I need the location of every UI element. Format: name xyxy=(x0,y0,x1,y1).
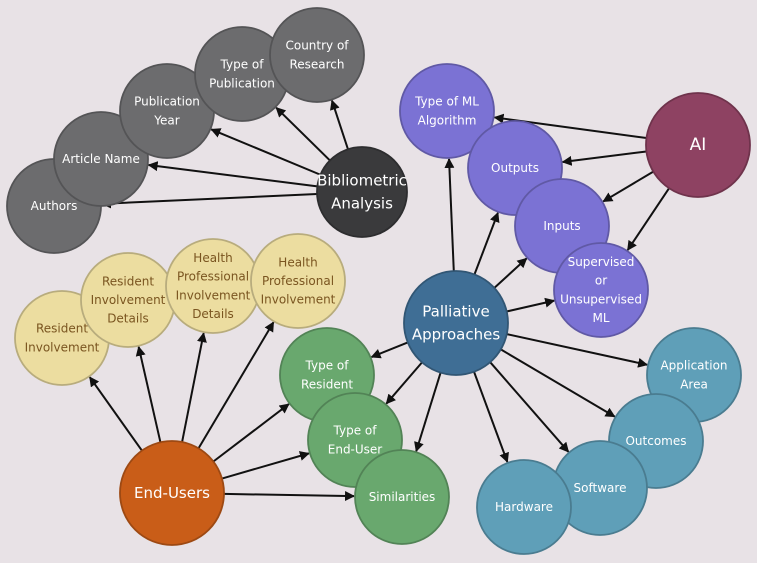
edge-end-users-to-type-of-end-user xyxy=(221,451,310,480)
node-label: Involvement xyxy=(25,340,100,354)
edge-bibliometric-analysis-to-authors xyxy=(100,193,318,209)
node-circle xyxy=(476,459,572,555)
edge-end-users-to-resident-involvement xyxy=(88,376,143,452)
node-label: Professional xyxy=(177,270,249,284)
edge-end-users-to-similarities xyxy=(223,491,356,502)
node-label: Palliative xyxy=(422,302,489,320)
node-label: Supervised xyxy=(568,255,635,269)
edge-ai-to-outputs xyxy=(561,150,647,166)
edge-ai-to-inputs xyxy=(602,170,654,203)
node-label: Resident xyxy=(102,274,154,288)
node-circle xyxy=(553,242,649,338)
node-label: AI xyxy=(690,135,707,155)
edge-bibliometric-analysis-to-publication-year xyxy=(210,128,321,176)
node-end-users: End-Users xyxy=(119,440,225,546)
node-label: Area xyxy=(680,377,708,391)
node-circle xyxy=(403,270,509,376)
edge-ai-to-supervised-ml xyxy=(626,187,670,251)
node-label: Publication xyxy=(134,95,200,109)
edge-end-users-to-hp-involvement-details xyxy=(181,332,207,443)
edge-palliative-approaches-to-similarities xyxy=(414,372,442,453)
edges-layer xyxy=(88,99,670,502)
node-label: Year xyxy=(153,113,179,127)
edge-palliative-approaches-to-hardware xyxy=(473,371,509,463)
edge-bibliometric-analysis-to-article-name xyxy=(147,161,318,188)
node-type-of-ml-algorithm: Type of ML Algorithm xyxy=(399,63,495,159)
node-circle xyxy=(645,92,751,198)
node-label: End-User xyxy=(328,442,383,456)
node-label: Research xyxy=(289,57,344,71)
edge-bibliometric-analysis-to-type-of-publication xyxy=(275,106,331,162)
node-label: Health xyxy=(193,251,232,265)
node-label: or xyxy=(595,274,607,288)
node-label: Outcomes xyxy=(625,434,686,448)
node-circle xyxy=(53,111,149,207)
node-ai: AI xyxy=(645,92,751,198)
edge-palliative-approaches-to-type-of-resident xyxy=(370,341,409,359)
node-label: Analysis xyxy=(331,195,393,213)
node-country-of-research: Country of Research xyxy=(269,7,365,103)
edge-palliative-approaches-to-inputs xyxy=(493,257,528,289)
node-label: Approaches xyxy=(412,326,500,344)
node-label: End-Users xyxy=(134,484,210,502)
node-hardware: Hardware xyxy=(476,459,572,555)
edge-palliative-approaches-to-type-of-ml-algorithm xyxy=(444,157,455,272)
node-similarities: Similarities xyxy=(354,449,450,545)
edge-palliative-approaches-to-supervised-ml xyxy=(506,297,556,313)
edge-bibliometric-analysis-to-country-of-research xyxy=(330,99,349,150)
node-label: Resident xyxy=(36,322,88,336)
node-label: Type of xyxy=(305,359,350,373)
edge-palliative-approaches-to-software xyxy=(489,361,570,453)
node-circle xyxy=(399,63,495,159)
node-label: Article Name xyxy=(62,152,140,166)
node-label: ML xyxy=(592,311,609,325)
node-label: Inputs xyxy=(543,219,580,233)
node-label: Details xyxy=(107,312,149,326)
node-label: Resident xyxy=(301,377,353,391)
node-label: Type of xyxy=(333,424,378,438)
edge-palliative-approaches-to-application-area xyxy=(506,333,649,368)
node-label: Similarities xyxy=(369,490,436,504)
edge-end-users-to-hp-involvement xyxy=(197,321,275,449)
edge-palliative-approaches-to-outcomes xyxy=(500,348,616,418)
edge-end-users-to-resident-involvement-details xyxy=(135,345,162,443)
node-label: Bibliometric xyxy=(317,171,407,189)
node-label: Unsupervised xyxy=(560,292,642,306)
node-label: Application xyxy=(660,359,727,373)
node-software: Software xyxy=(552,440,648,536)
node-label: Software xyxy=(574,481,627,495)
node-label: Type of xyxy=(220,58,265,72)
node-label: Authors xyxy=(31,199,78,213)
node-circle xyxy=(250,233,346,329)
node-label: Professional xyxy=(262,274,334,288)
edge-end-users-to-type-of-resident xyxy=(212,403,290,463)
node-circle xyxy=(269,7,365,103)
node-label: Hardware xyxy=(495,500,553,514)
node-label: Details xyxy=(192,307,234,321)
node-article-name: Article Name xyxy=(53,111,149,207)
node-label: Outputs xyxy=(491,161,539,175)
edge-palliative-approaches-to-outputs xyxy=(473,211,500,275)
node-label: Health xyxy=(278,255,317,269)
node-circle xyxy=(119,440,225,546)
node-label: Publication xyxy=(209,76,275,90)
node-label: Algorithm xyxy=(418,113,477,127)
node-label: Country of xyxy=(285,39,349,53)
edge-palliative-approaches-to-type-of-end-user xyxy=(385,361,423,405)
node-label: Involvement xyxy=(176,288,251,302)
node-label: Type of ML xyxy=(414,95,479,109)
node-circle xyxy=(316,146,408,238)
node-label: Involvement xyxy=(91,293,166,307)
node-label: Involvement xyxy=(261,293,336,307)
node-circle xyxy=(354,449,450,545)
